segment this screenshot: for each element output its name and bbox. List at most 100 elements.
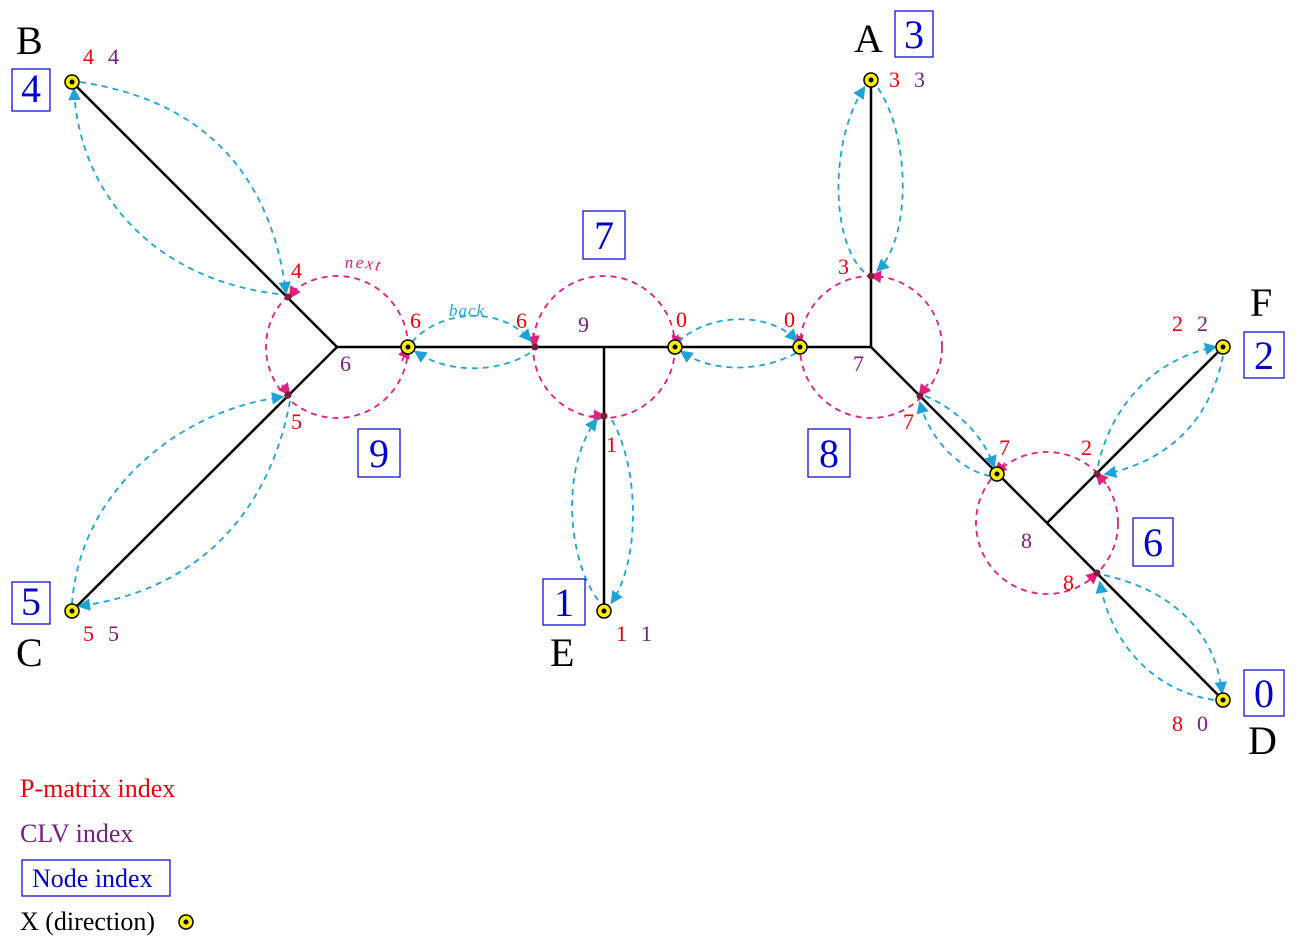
node-index-n8: 8	[807, 428, 851, 478]
clv-index-a: 3	[914, 67, 925, 92]
direction-marker-b	[64, 74, 80, 90]
direction-marker-d	[1215, 692, 1231, 708]
pmatrix-index-n9-bottom: 5	[291, 409, 302, 434]
node-index-n7: 7	[582, 210, 626, 260]
tip-label-a: A	[854, 16, 883, 61]
pmatrix-index-n9-top: 4	[291, 258, 302, 283]
tip-indices: 4 4 3 3 5 5 1 1 2 2 8 0	[83, 44, 1208, 736]
cycle-dot	[531, 343, 539, 351]
clv-index-d: 0	[1197, 711, 1208, 736]
svg-text:1: 1	[554, 580, 574, 625]
svg-text:3: 3	[904, 12, 924, 57]
inner-indices: 4 5 6 6 6 0 1 9 0 3 7 7 7 2 8 8	[291, 254, 1092, 595]
svg-text:5: 5	[21, 579, 41, 624]
pmatrix-index-c: 5	[83, 621, 94, 646]
back-annotation: back	[449, 301, 485, 320]
clv-index-n7: 9	[578, 312, 589, 337]
svg-text:0: 0	[1254, 671, 1274, 716]
pmatrix-index-n7-right: 0	[676, 307, 687, 332]
legend: P-matrix index CLV index Node index X (d…	[20, 774, 194, 936]
svg-text:8: 8	[819, 431, 839, 476]
svg-text:6: 6	[1143, 520, 1163, 565]
flow-arrow	[677, 318, 798, 343]
flow-arrow	[610, 419, 634, 605]
pmatrix-index-f: 2	[1172, 311, 1183, 336]
node-cycles	[265, 275, 1119, 595]
direction-marker-e	[596, 603, 612, 619]
direction-marker-a	[863, 72, 879, 88]
cycle-dots	[284, 272, 1101, 577]
tree-edges	[71, 80, 1224, 701]
clv-index-n9: 6	[340, 351, 351, 376]
svg-text:2: 2	[1254, 333, 1274, 378]
pmatrix-index-a: 3	[889, 67, 900, 92]
cycle-dot	[284, 391, 292, 399]
flow-arrow	[413, 350, 531, 370]
pmatrix-index-n6-top: 2	[1081, 435, 1092, 460]
pmatrix-index-n6-left: 7	[999, 435, 1010, 460]
direction-marker-n9	[400, 339, 416, 355]
node-index-n9: 9	[357, 428, 401, 478]
node-index-boxes: 4 5 3 1 2 0 7 9	[11, 10, 1285, 717]
flow-arrow	[68, 87, 279, 295]
flow-arrows	[68, 81, 1228, 701]
edge-n8-n6	[870, 346, 1048, 524]
svg-text:9: 9	[369, 431, 389, 476]
node-index-d: 0	[1243, 669, 1285, 717]
tip-label-f: F	[1250, 280, 1272, 325]
edge-c-n9	[71, 346, 338, 612]
svg-text:7: 7	[594, 213, 614, 258]
tip-labels: B C A E F D	[16, 16, 1277, 763]
tip-label-c: C	[16, 630, 43, 675]
flow-arrow	[679, 350, 797, 369]
clv-index-b: 4	[108, 44, 119, 69]
legend-node-box	[21, 859, 171, 897]
pmatrix-index-n8-bottom: 7	[903, 409, 914, 434]
cycle-arrowheads	[277, 270, 1109, 585]
next-annotation: next	[345, 253, 385, 276]
pmatrix-index-b: 4	[83, 44, 94, 69]
flow-arrow	[79, 81, 291, 295]
cycle-n6	[975, 451, 1119, 595]
flow-arrow	[876, 87, 904, 272]
edge-n6-f	[1046, 346, 1224, 524]
pmatrix-index-n7-bottom: 1	[606, 432, 617, 457]
cycle-dot	[916, 392, 924, 400]
direction-marker-n6	[989, 466, 1005, 482]
flow-arrow	[1095, 580, 1215, 701]
node-index-c: 5	[11, 579, 51, 625]
direction-marker-n7	[667, 339, 683, 355]
node-index-e: 1	[542, 578, 586, 626]
pmatrix-index-n8-top: 3	[838, 254, 849, 279]
direction-markers	[64, 72, 1231, 708]
flow-arrow	[916, 400, 991, 477]
legend-clv: CLV index	[20, 819, 133, 848]
clv-index-n8: 7	[853, 351, 864, 376]
flow-arrow	[411, 314, 532, 343]
legend-direction-icon	[178, 914, 194, 930]
flow-arrow	[71, 392, 285, 605]
pmatrix-index-d: 8	[1172, 711, 1183, 736]
legend-pmatrix: P-matrix index	[20, 774, 175, 803]
cycle-dot	[867, 272, 875, 280]
edge-n6-d	[1046, 522, 1224, 701]
direction-marker-c	[64, 603, 80, 619]
direction-marker-f	[1215, 339, 1231, 355]
edge-b-n9	[71, 81, 338, 348]
clv-index-e: 1	[641, 621, 652, 646]
clv-index-c: 5	[108, 621, 119, 646]
cycle-dot	[284, 293, 292, 301]
svg-text:4: 4	[21, 66, 41, 111]
direction-marker-n8	[792, 339, 808, 355]
flow-arrow	[1103, 355, 1224, 478]
node-index-b: 4	[11, 66, 51, 112]
tip-label-e: E	[550, 630, 574, 675]
flow-arrow	[1097, 342, 1218, 467]
flow-arrow	[571, 417, 599, 601]
node-index-n6: 6	[1132, 517, 1174, 567]
legend-direction: X (direction)	[20, 907, 155, 936]
flow-arrow	[77, 400, 291, 611]
tip-label-d: D	[1248, 718, 1277, 763]
pmatrix-index-n6-bottom: 8	[1063, 570, 1074, 595]
